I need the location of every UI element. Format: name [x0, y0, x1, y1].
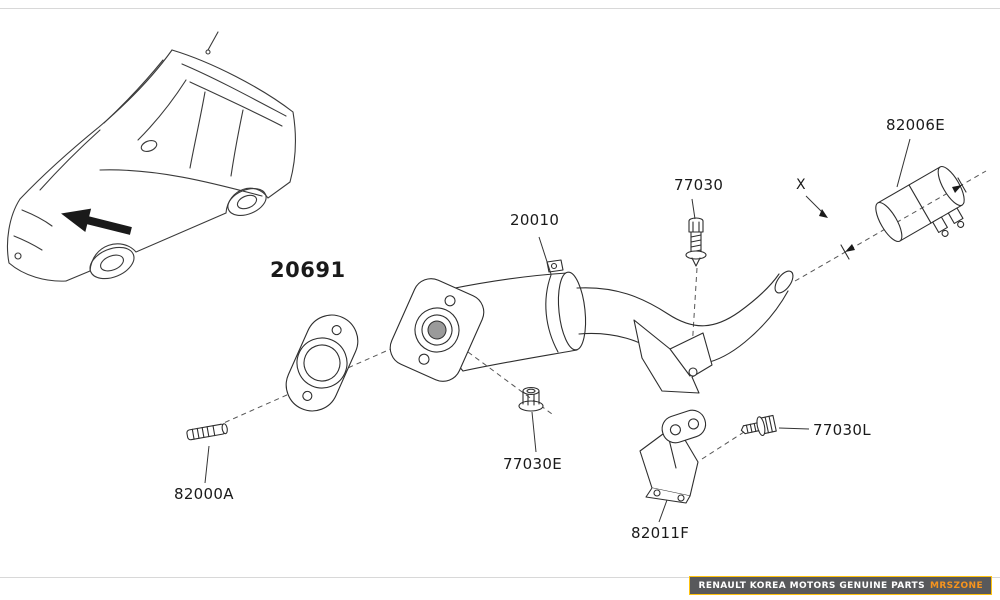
part-label-77030: 77030: [674, 176, 724, 194]
flange-nut-part: [518, 386, 544, 412]
part-label-77030L: 77030L: [813, 421, 871, 439]
bolt-77030-part: [685, 217, 707, 267]
part-label-20010: 20010: [510, 211, 560, 229]
clamp-axis-ticks: [840, 177, 967, 260]
leader-lines: [204, 138, 911, 523]
clamp-part: [875, 165, 965, 243]
top-border-line: [0, 8, 1000, 9]
part-label-77030E: 77030E: [503, 455, 562, 473]
stud-bolt-part: [186, 423, 228, 441]
watermark-brand: MRSZONE: [929, 580, 983, 591]
car-illustration: [6, 31, 296, 282]
alignment-dashed-lines: [191, 170, 987, 460]
part-label-82011F: 82011F: [631, 524, 690, 542]
part-label-82000A: 82000A: [174, 485, 234, 503]
bolt-77030l-part: [740, 414, 777, 437]
part-label-82006E: 82006E: [886, 116, 945, 134]
x-marker-label: X: [796, 177, 806, 193]
hanger-bracket-part: [639, 409, 707, 504]
bottom-border-line: [0, 577, 1000, 578]
exhaust-location-arrow: [61, 208, 132, 235]
part-label-20691: 20691: [270, 258, 346, 282]
x-marker-arrow: [805, 195, 828, 218]
front-pipe-part: [389, 259, 794, 394]
gasket-part: [285, 314, 359, 412]
watermark-text: RENAULT KOREA MOTORS GENUINE PARTS: [698, 580, 925, 591]
watermark-bar: RENAULT KOREA MOTORS GENUINE PARTS MRSZO…: [689, 576, 992, 595]
